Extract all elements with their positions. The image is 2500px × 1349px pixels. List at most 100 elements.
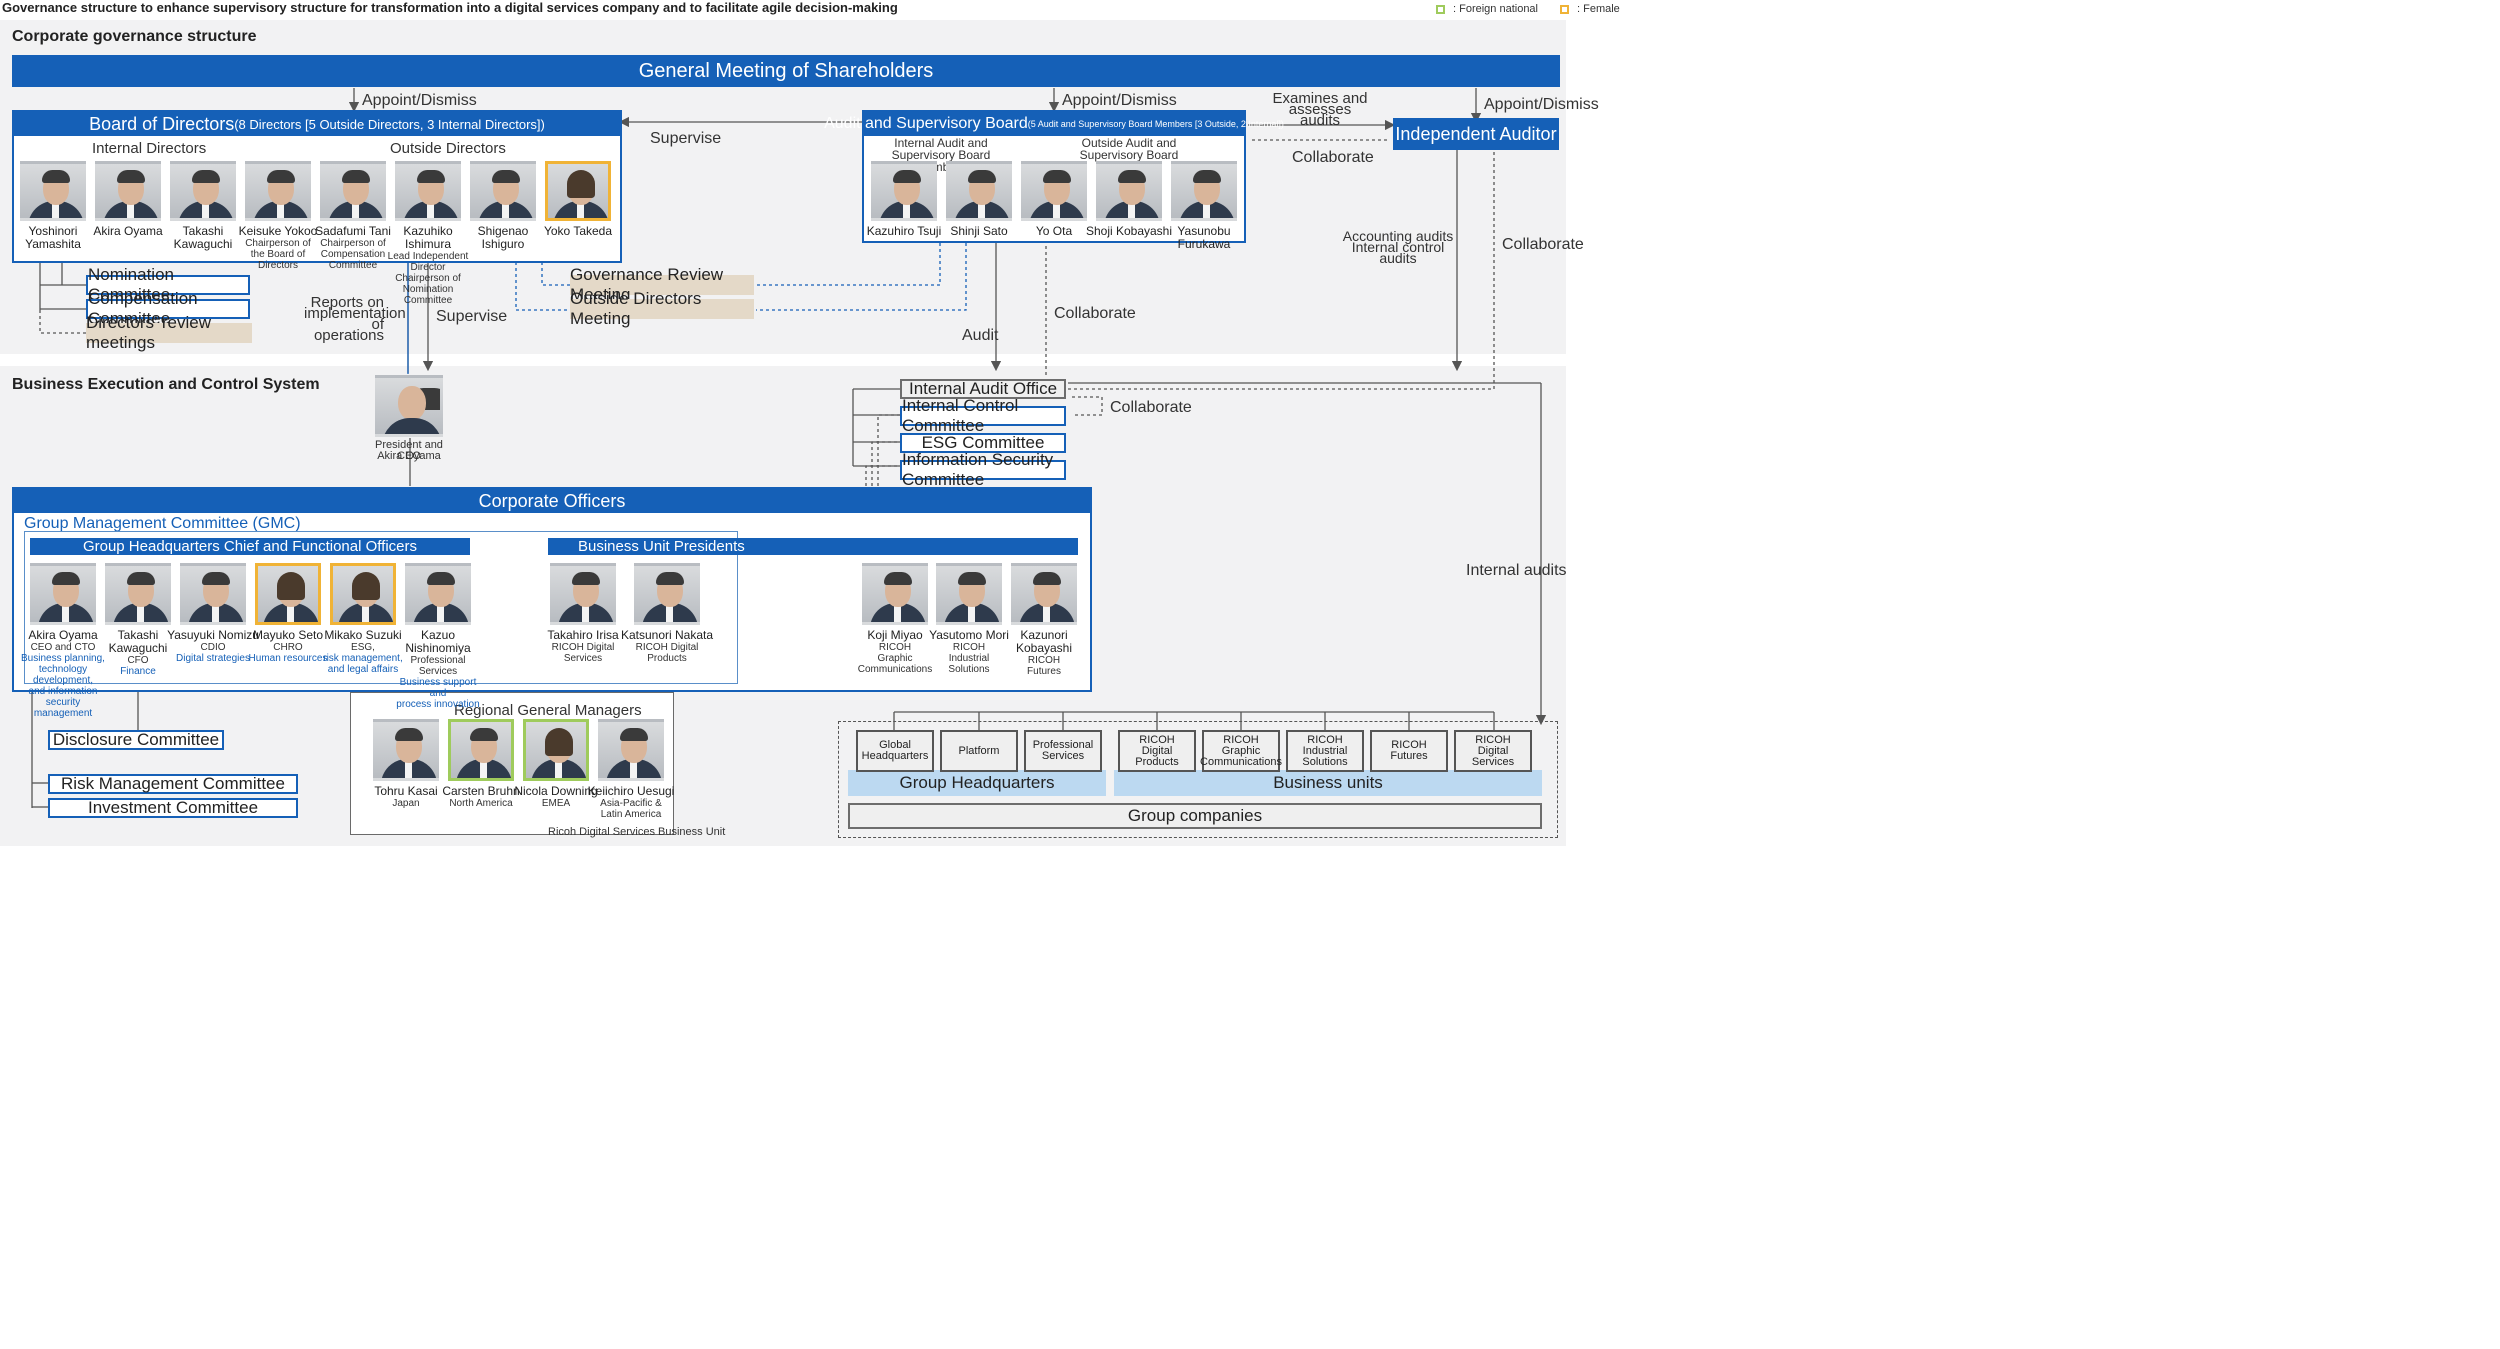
person-name: Yasutomo Mori <box>929 628 1009 642</box>
person-name: Kazuhiko Ishimura <box>403 224 453 251</box>
person-role: North America <box>449 798 513 809</box>
person-name: Katsunori Nakata <box>620 628 714 642</box>
org-structure-box <box>838 721 1558 838</box>
person-area: Finance <box>120 666 156 677</box>
person-name: Carsten Bruhn <box>442 784 520 798</box>
board-member-photo <box>545 161 611 221</box>
person-name: Yasunobu Furukawa <box>1177 224 1231 251</box>
board-member-photo <box>470 161 536 221</box>
board-member-photo <box>395 161 461 221</box>
person-name: Akira Oyama <box>93 224 163 238</box>
person-role: RICOH Industrial Solutions <box>948 642 990 675</box>
legend-female: : Female <box>1577 3 1620 15</box>
group-companies: Group companies <box>848 803 1542 829</box>
hq-officers-label: Group Headquarters Chief and Functional … <box>30 538 470 555</box>
bu-president-photo <box>862 563 928 625</box>
board-member-caption: Takashi Kawaguchi <box>158 225 248 251</box>
board-member-photo <box>170 161 236 221</box>
person-sub: Chairperson of the Board of Directors <box>245 238 311 271</box>
org-unit: RICOH Digital Services <box>1454 730 1532 772</box>
shareholders-band: General Meeting of Shareholders <box>12 55 1560 87</box>
bu-president-photo <box>1011 563 1077 625</box>
person-name: Takahiro Irisa <box>547 628 619 642</box>
person-name: Yoko Takeda <box>543 224 613 238</box>
org-unit: RICOH Graphic Communications <box>1200 730 1282 772</box>
person-name: Shoji Kobayashi <box>1085 224 1173 238</box>
person-name: Kazuo Nishinomiya <box>405 628 471 655</box>
regional-manager-photo <box>448 719 514 781</box>
board-detail: (8 Directors [5 Outside Directors, 3 Int… <box>234 116 545 132</box>
audit-member-caption: Kazuhiro Tsuji <box>859 225 949 238</box>
label-collaborate-4: Collaborate <box>1110 399 1192 416</box>
hq-officer-photo <box>105 563 171 625</box>
hq-officer-photo <box>330 563 396 625</box>
person-name: Tohru Kasai <box>374 784 438 798</box>
esg-committee: ESG Committee <box>900 433 1066 453</box>
person-role: RICOH Digital Products <box>635 642 699 664</box>
bu-president-photo <box>550 563 616 625</box>
audit-member-photo <box>1171 161 1237 221</box>
person-area: risk management, and legal affairs <box>323 653 403 675</box>
investment-committee: Investment Committee <box>48 798 298 818</box>
person-role: ESG, <box>351 642 375 653</box>
governance-review-meeting: Governance Review Meeting <box>570 265 754 304</box>
bu-president-photo <box>936 563 1002 625</box>
page-title: Governance structure to enhance supervis… <box>2 0 898 15</box>
group-headquarters-band: Group Headquarters <box>848 770 1106 796</box>
person-name: Koji Miyao <box>867 628 923 642</box>
information-security-committee: Information Security Committee <box>900 450 1066 489</box>
audit-member-photo <box>1021 161 1087 221</box>
person-name: Akira Oyama <box>28 628 98 642</box>
ceo-title: President and CEO <box>375 439 443 462</box>
hq-officer-photo <box>255 563 321 625</box>
person-name: Kazuhiro Tsuji <box>866 224 942 238</box>
org-unit: Professional Services <box>1024 730 1102 772</box>
person-role: EMEA <box>541 798 571 809</box>
risk-management-committee: Risk Management Committee <box>48 774 298 794</box>
board-title: Board of Directors <box>89 113 235 134</box>
audit-member-caption: Yasunobu Furukawa <box>1159 225 1249 251</box>
audit-member-photo <box>1096 161 1162 221</box>
person-name: Mayuko Seto <box>252 628 324 642</box>
org-unit: RICOH Digital Products <box>1118 730 1196 772</box>
person-role: RICOH Graphic Communications <box>857 642 933 675</box>
regional-unit: Ricoh Digital Services Business Unit <box>548 826 726 838</box>
person-name: Kazunori Kobayashi <box>1015 628 1073 655</box>
independent-auditor: Independent Auditor <box>1393 118 1559 150</box>
person-name: Mikako Suzuki <box>324 628 402 642</box>
person-role: CFO <box>127 655 149 666</box>
label-examines: Examines and assesses audits <box>1272 90 1368 129</box>
legend: : Foreign national : Female <box>1436 3 1620 15</box>
board-member-photo <box>320 161 386 221</box>
label-reports: Reports on implementation of operations <box>304 294 406 344</box>
audit-member-caption: Yo Ota <box>1009 225 1099 238</box>
legend-foreign: : Foreign national <box>1453 3 1538 15</box>
label-supervise-1: Supervise <box>650 130 722 147</box>
legend-foreign-swatch <box>1436 4 1445 14</box>
person-name: Takashi Kawaguchi <box>108 628 168 655</box>
org-unit: Platform <box>940 730 1018 772</box>
person-name: Yasuyuki Nomizu <box>167 628 259 642</box>
person-name: Shinji Sato <box>950 224 1008 238</box>
person-role: Asia-Pacific & Latin America <box>600 798 662 820</box>
board-member-caption: Yoshinori Yamashita <box>8 225 98 251</box>
board-member-caption: Yoko Takeda <box>533 225 623 238</box>
person-role: CEO and CTO <box>30 642 96 653</box>
audit-board-detail: (5 Audit and Supervisory Board Members [… <box>1027 119 1284 129</box>
board-member-caption: Shigenao Ishiguro <box>458 225 548 251</box>
person-role: RICOH Futures <box>1027 655 1061 677</box>
person-role: Japan <box>392 798 420 809</box>
board-member-photo <box>95 161 161 221</box>
person-name: Yo Ota <box>1035 224 1073 238</box>
